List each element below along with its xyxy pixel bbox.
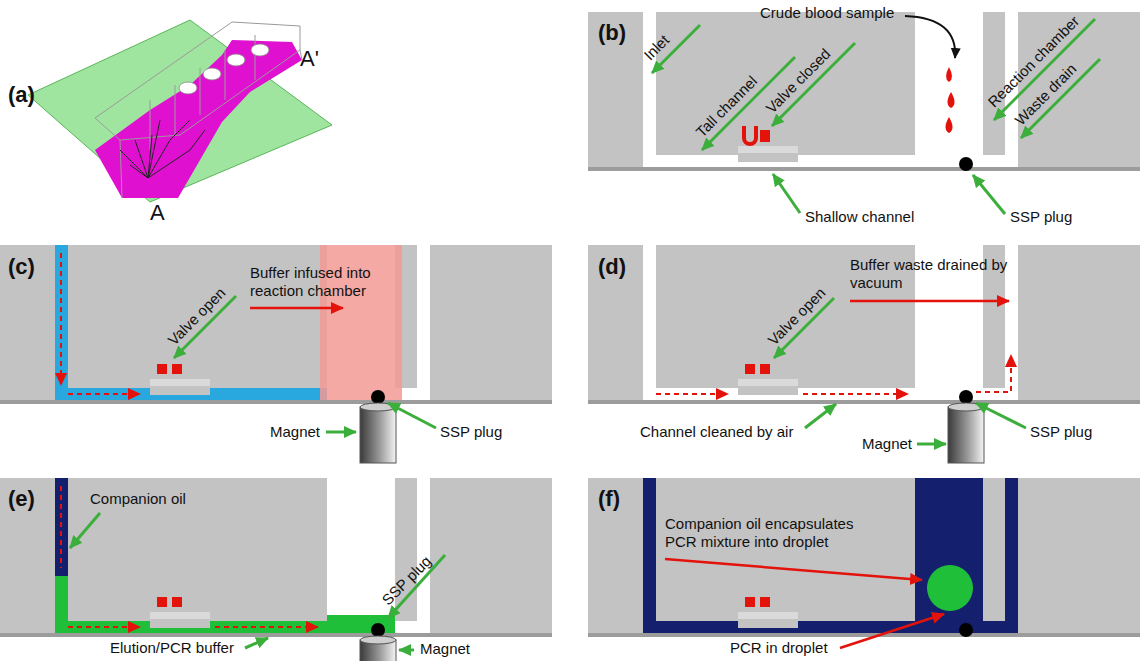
leader-arrows [70, 19, 1100, 650]
callout-label: Valve open [764, 284, 829, 349]
callout-label: Elution/PCR buffer [110, 639, 234, 657]
chip-3d-view [28, 20, 332, 202]
callout-label: Valve closed [762, 45, 834, 117]
valve-closed [744, 126, 756, 144]
callout-label: Magnet [270, 423, 320, 441]
transparent-cover [95, 22, 302, 198]
callout-label: Crude blood sample [760, 4, 894, 22]
callout-label: Buffer waste drained by vacuum [850, 256, 1020, 292]
panel-e [0, 478, 552, 661]
companion-oil [55, 478, 68, 576]
panel-letter: (f) [598, 486, 620, 512]
panel-letter: (c) [8, 254, 35, 280]
pointer-arrow [665, 559, 922, 580]
callout-label: PCR in droplet [730, 639, 828, 657]
callout-label: Magnet [862, 435, 912, 453]
callout-label: SSP plug [1030, 423, 1092, 441]
flow-arrows [61, 486, 318, 627]
callout-label: A [150, 200, 165, 226]
callout-label: Shallow channel [805, 208, 914, 226]
callout-label: Valve open [164, 284, 229, 349]
callout-label: Channel cleaned by air [640, 423, 793, 441]
panel-letter: (b) [598, 20, 626, 46]
flow-arrow [850, 300, 1009, 303]
sample-arrow [905, 16, 955, 58]
reservoir-holes [179, 44, 269, 94]
pcr-droplet [927, 565, 973, 611]
panel-b [588, 12, 1140, 171]
callout-label: Inlet [640, 31, 673, 64]
callout-label: Companion oil encapsulates PCR mixture i… [665, 515, 880, 551]
callout-label: Magnet [420, 640, 470, 658]
panel-f [588, 478, 1140, 637]
glass-plate [28, 20, 332, 202]
callout-label: SSP plug [378, 552, 435, 609]
branch-channels [120, 120, 205, 178]
air-flow-arrows [656, 355, 1011, 394]
callout-label: Companion oil [90, 490, 186, 508]
panel-c [0, 245, 552, 463]
callout-label: Tall channel [692, 72, 761, 141]
pointer-arrow [840, 614, 944, 648]
callout-label: SSP plug [1010, 208, 1072, 226]
pdms-layer [95, 40, 302, 198]
blood-drops [946, 67, 955, 133]
callout-label: A' [300, 46, 319, 72]
flow-arrow [250, 307, 343, 310]
panel-letter: (e) [8, 486, 35, 512]
callout-label: Buffer infused into reaction chamber [250, 264, 410, 300]
callout-label: SSP plug [440, 423, 502, 441]
valve-closed [760, 130, 770, 142]
flow-arrows [61, 253, 140, 394]
panel-d [588, 245, 1140, 463]
panel-letter: (a) [8, 82, 35, 108]
panel-letter: (d) [598, 254, 626, 280]
